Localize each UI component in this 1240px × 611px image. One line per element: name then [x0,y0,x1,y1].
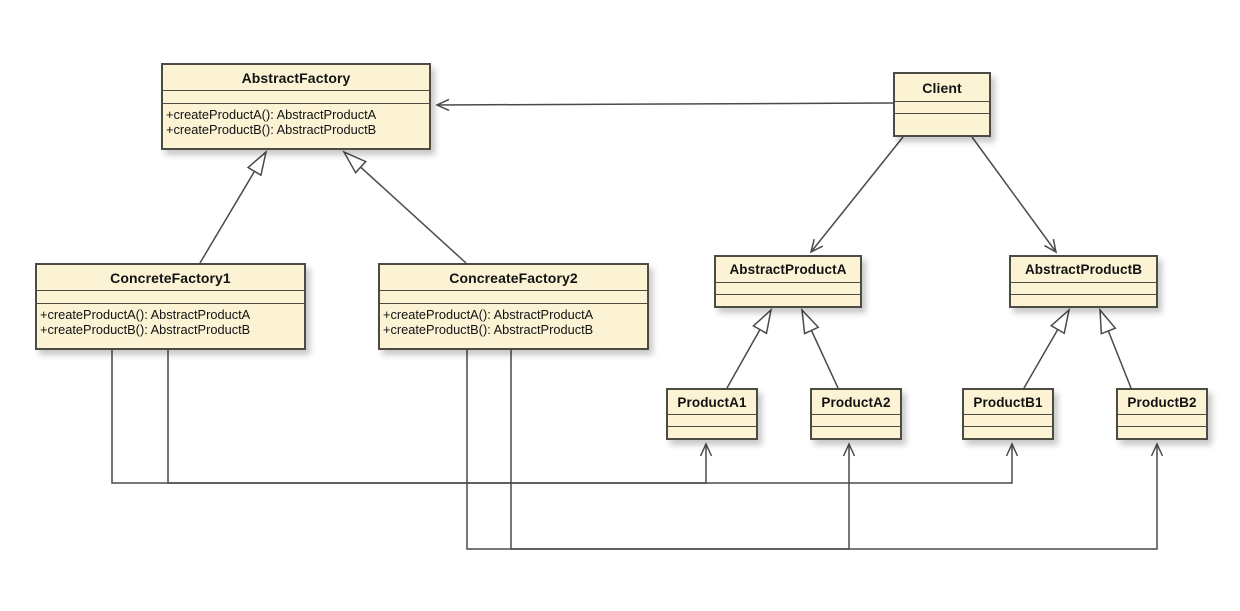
class-abstract-product-a[interactable]: AbstractProductA [714,255,862,308]
class-title: AbstractFactory [241,69,351,86]
method: +createProductB(): AbstractProductB [40,322,251,337]
method: +createProductB(): AbstractProductB [383,322,594,337]
edge-concreatefactory2-to-producta2 [466,350,856,550]
edge-concreatefactory2-generalization [342,150,467,264]
class-methods: +createProductA(): AbstractProductA +cre… [380,303,647,348]
class-product-b2[interactable]: ProductB2 [1116,388,1208,440]
class-attributes [964,414,1052,426]
class-attributes [1118,414,1206,426]
method: +createProductA(): AbstractProductA [40,307,251,322]
edge-client-to-abstractproductb [971,136,1058,254]
method: +createProductA(): AbstractProductA [383,307,594,322]
class-methods [716,294,860,306]
edge-concreatefactory2-to-productb2 [510,350,1164,550]
class-methods [668,426,756,438]
class-methods [1011,294,1156,306]
method: +createProductA(): AbstractProductA [166,107,377,122]
class-title: ProductA1 [677,394,747,410]
class-title: AbstractProductB [1024,262,1143,277]
class-methods [1118,426,1206,438]
edge-productb1-generalization [1023,307,1071,389]
class-title: ProductA2 [821,394,891,410]
edge-client-to-abstractfactory [435,98,896,112]
class-product-b1[interactable]: ProductB1 [962,388,1054,440]
class-attributes [895,101,989,113]
edge-client-to-abstractproducta [809,136,904,254]
edge-concretefactory1-to-productb1 [167,350,1019,484]
class-methods: +createProductA(): AbstractProductA +cre… [163,103,429,148]
class-attributes [716,282,860,294]
edge-concretefactory1-to-producta1 [111,350,713,484]
class-methods [812,426,900,438]
class-methods: +createProductA(): AbstractProductA +cre… [37,303,304,348]
class-methods [895,113,989,135]
class-concreate-factory-2[interactable]: ConcreateFactory2 +createProductA(): Abs… [378,263,649,350]
class-abstract-product-b[interactable]: AbstractProductB [1009,255,1158,308]
class-attributes [37,290,304,303]
class-title: AbstractProductA [729,262,847,277]
class-title: ProductB2 [1127,394,1197,410]
class-title: ConcreteFactory1 [110,269,231,286]
class-attributes [1011,282,1156,294]
class-product-a1[interactable]: ProductA1 [666,388,758,440]
class-title: ConcreateFactory2 [449,269,578,286]
class-abstract-factory[interactable]: AbstractFactory +createProductA(): Abstr… [161,63,431,150]
edge-concretefactory1-generalization [199,149,268,264]
class-client[interactable]: Client [893,72,991,137]
class-attributes [812,414,900,426]
class-product-a2[interactable]: ProductA2 [810,388,902,440]
class-methods [964,426,1052,438]
edge-producta1-generalization [726,307,773,389]
class-attributes [163,90,429,103]
class-concrete-factory-1[interactable]: ConcreteFactory1 +createProductA(): Abst… [35,263,306,350]
class-attributes [380,290,647,303]
edge-productb2-generalization [1099,307,1132,389]
class-title: Client [922,79,962,96]
edge-producta2-generalization [801,307,839,389]
class-title: ProductB1 [973,394,1043,410]
method: +createProductB(): AbstractProductB [166,122,377,137]
class-attributes [668,414,756,426]
